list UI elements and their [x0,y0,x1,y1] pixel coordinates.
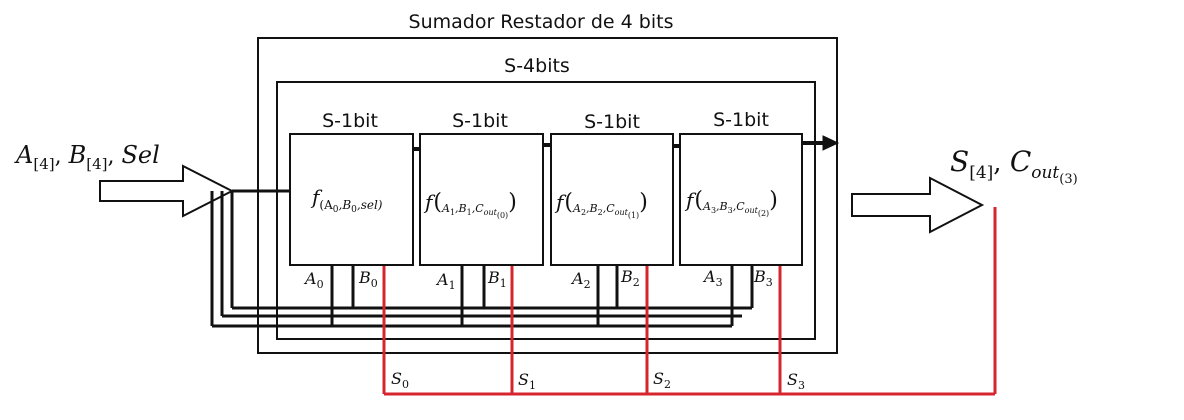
block-0-f3: ,sel) [357,198,383,212]
block-1 [419,133,544,266]
block-2-function: f(A2,B2,Cout(1)) [554,190,648,220]
outer-container [257,37,838,354]
port-a3: A3 [702,267,723,289]
port-b0: B0 [358,268,378,290]
port-b1: B1 [487,268,507,290]
block-2-box [550,133,674,266]
block-2-f1s: 2 [581,208,586,217]
port-a0: A0 [303,269,324,291]
block-3-f2: ,B [716,200,728,213]
block-3-f2s: 3 [728,206,733,215]
block-0-f2: ,B [339,198,352,212]
block-2 [550,133,674,266]
block-1-f5: (0) [497,211,508,220]
block-3-function: f(A3,B3,Cout(2)) [684,188,778,218]
block-1-f3: ,C [472,202,484,215]
block-1-box [419,133,544,266]
inner-title: S-4bits [504,55,570,77]
port-b3: B3 [753,267,773,289]
block-3-f1s: 3 [711,206,716,215]
block-0-f1s: 0 [333,205,339,215]
block-2-f4: out [615,208,629,217]
block-3-label: S-1bit [713,109,769,131]
block-1-f1s: 1 [450,208,455,217]
block-2-f2s: 2 [598,208,603,217]
block-2-f3: ,C [603,202,615,215]
block-0-f2s: 0 [351,205,357,215]
block-0-f1: (A [319,198,333,212]
input-bus-wires [210,189,754,328]
input-arrow [99,164,235,218]
port-b2: B2 [620,267,640,289]
sum-output-bus [382,207,997,396]
block-3-f5: (2) [758,209,769,218]
sum-s1: S1 [518,370,536,392]
inner-container [276,81,816,340]
block-1-label: S-1bit [452,110,508,132]
block-1-f1: A [441,202,450,215]
block-1-f4: out [484,208,498,217]
block-3-f3: ,C [733,200,745,213]
block-3-f1: A [702,200,711,213]
sum-s3: S3 [787,370,805,392]
block-0-function: f(A0,B0,sel) [310,185,383,215]
block-1-function: f(A1,B1,Cout(0)) [423,190,517,220]
block-2-f5: (1) [628,211,639,220]
block-2-f2: ,B [586,202,598,215]
block-2-label: S-1bit [584,111,640,133]
block-0-label: S-1bit [322,110,378,132]
block-3-box [679,133,803,266]
input-label: A[4], B[4], Sel [14,141,160,173]
block-3 [679,133,803,266]
port-a1: A1 [435,270,456,292]
sum-s2: S2 [653,369,671,391]
outer-title: Sumador Restador de 4 bits [409,11,674,33]
port-a2: A2 [570,269,591,291]
output-label: S[4], Cout(3) [950,145,1078,187]
sum-s0: S0 [391,369,409,391]
block-0-box [289,133,414,266]
block-3-f4: out [745,206,759,215]
block-0 [289,133,414,266]
output-arrow [851,176,985,234]
block-1-f2: ,B [455,202,467,215]
block-2-f1: A [572,202,581,215]
block-1-f2s: 1 [467,208,472,217]
